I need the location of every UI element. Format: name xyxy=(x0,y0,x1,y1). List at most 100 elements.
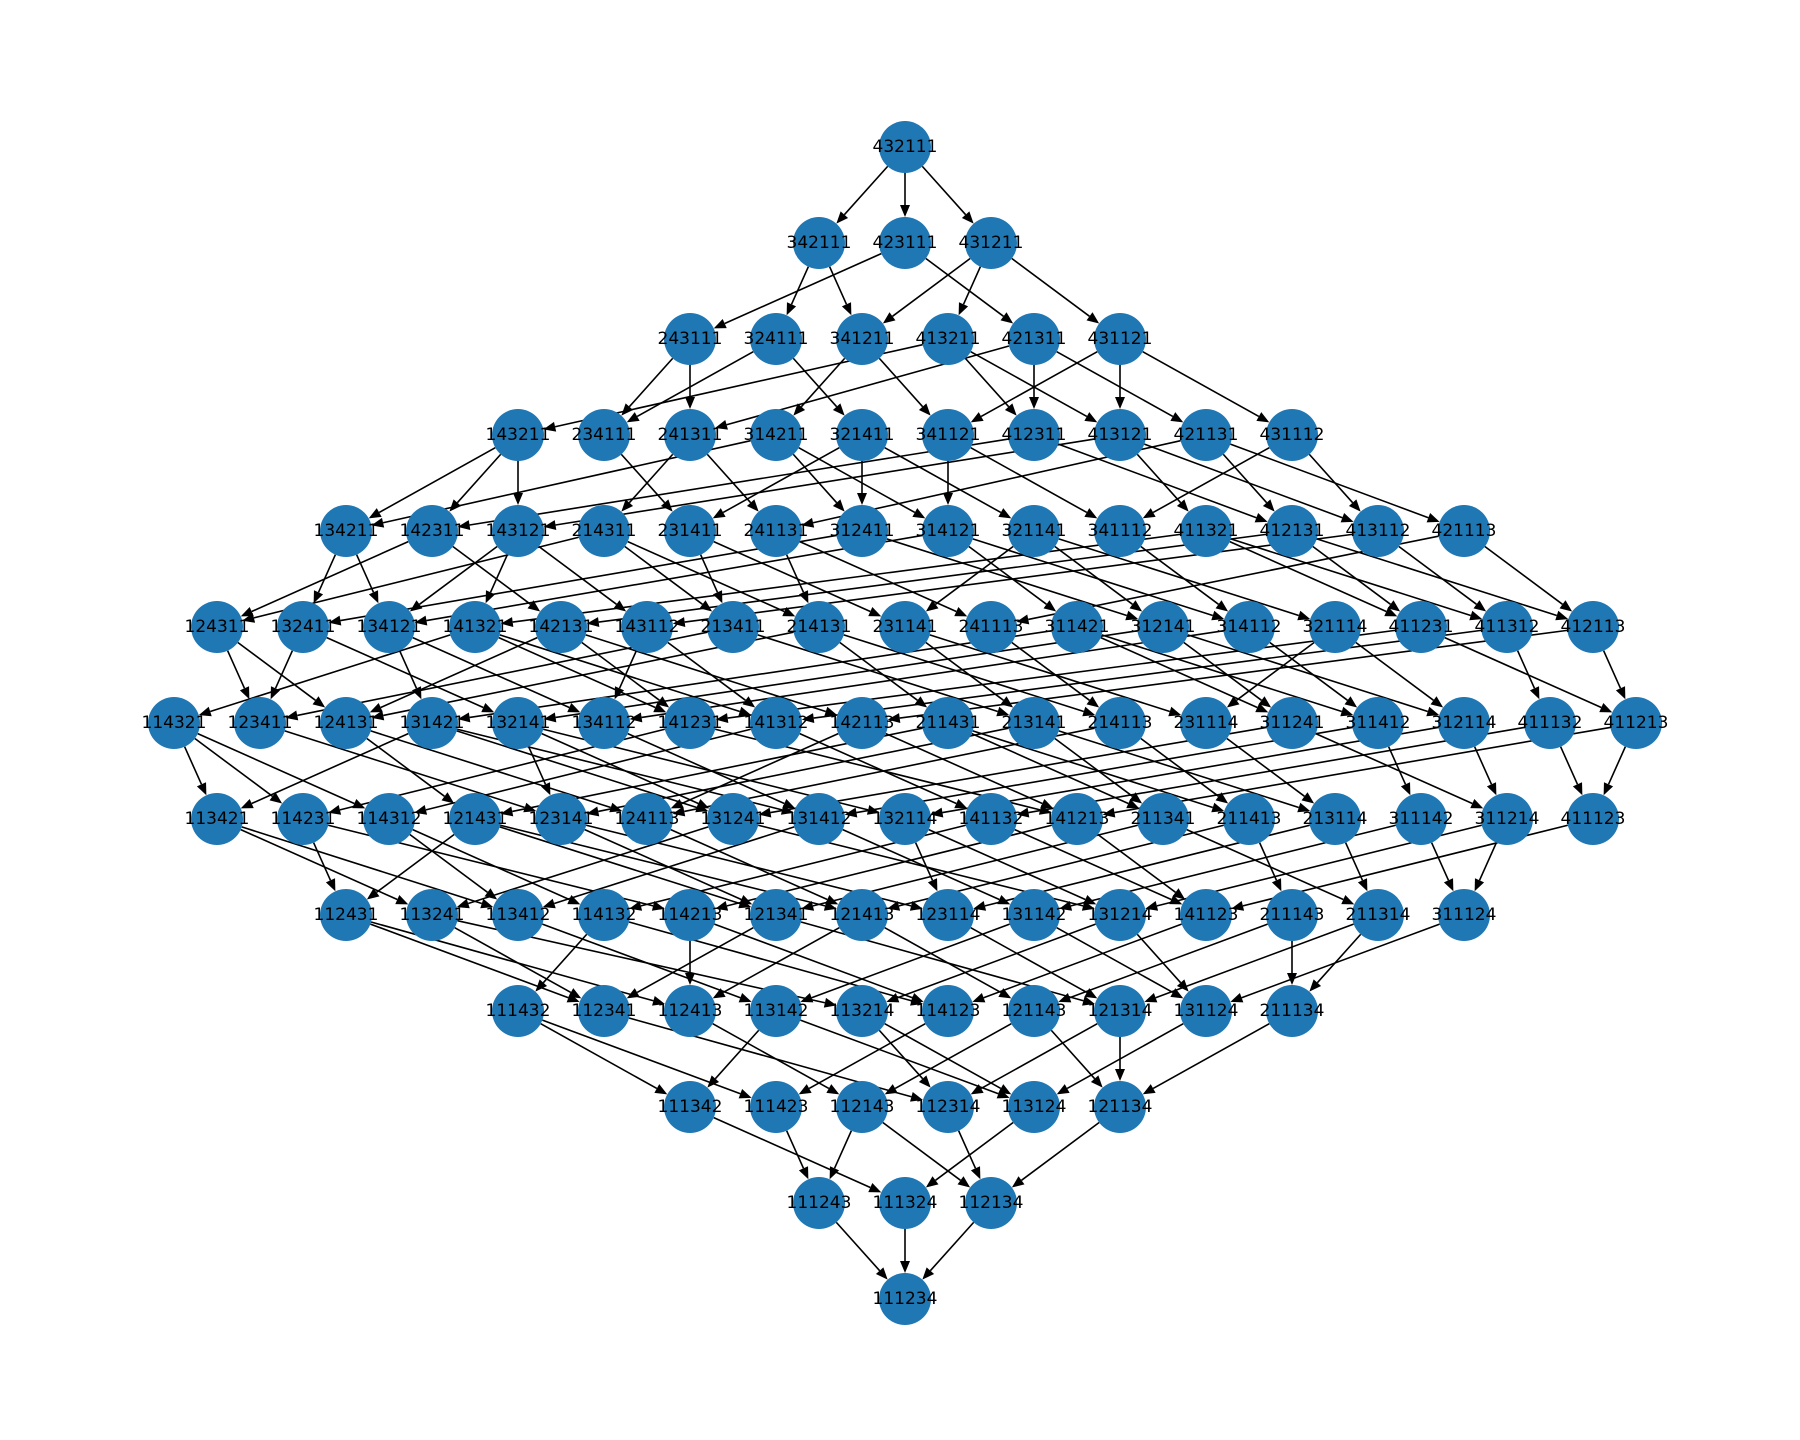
edge-412131-411231 xyxy=(1312,545,1401,612)
arrowhead-icon xyxy=(1297,610,1311,621)
arrowhead-icon xyxy=(1340,706,1354,717)
node-label-111342: 111342 xyxy=(658,1097,723,1117)
edge-line xyxy=(1315,732,1473,805)
node-label-431112: 431112 xyxy=(1260,425,1325,445)
arrowhead-icon xyxy=(1176,979,1189,992)
node-label-121431: 121431 xyxy=(443,809,508,829)
arrowhead-icon xyxy=(836,211,849,224)
node-label-341121: 341121 xyxy=(916,425,981,445)
arrowhead-icon xyxy=(1029,397,1039,409)
node-111243 xyxy=(793,1177,845,1229)
arrowhead-icon xyxy=(586,617,600,628)
edge-line xyxy=(713,540,871,613)
edge-line xyxy=(1142,350,1260,418)
arrowhead-icon xyxy=(629,712,643,723)
arrowhead-icon xyxy=(1430,696,1444,708)
node-314121 xyxy=(922,505,974,557)
arrowhead-icon xyxy=(242,612,256,623)
edge-142311-124311 xyxy=(240,540,409,617)
arrowhead-icon xyxy=(1340,513,1354,523)
edge-line xyxy=(971,732,1129,805)
edge-line xyxy=(1230,443,1429,519)
arrowhead-icon xyxy=(654,1084,668,1095)
arrowhead-icon xyxy=(652,995,665,1006)
arrowhead-icon xyxy=(672,617,686,628)
node-114213 xyxy=(664,889,716,941)
edge-431211-413211 xyxy=(958,266,982,316)
edge-line xyxy=(722,446,840,514)
node-111234 xyxy=(879,1273,931,1325)
node-314211 xyxy=(750,409,802,461)
arrowhead-icon xyxy=(712,508,726,519)
edge-341211-314211 xyxy=(793,357,846,416)
arrowhead-icon xyxy=(513,493,523,505)
arrowhead-icon xyxy=(800,993,814,1003)
edge-341121-314121 xyxy=(943,461,953,505)
edge-213141-211341 xyxy=(1054,737,1143,804)
node-label-421113: 421113 xyxy=(1432,521,1497,541)
edge-line xyxy=(1258,842,1278,881)
node-label-411123: 411123 xyxy=(1561,809,1626,829)
arrowhead-icon xyxy=(371,517,385,528)
node-121431 xyxy=(449,793,501,845)
node-141123 xyxy=(1180,889,1232,941)
arrowhead-icon xyxy=(414,804,428,815)
arrowhead-icon xyxy=(1172,888,1186,900)
edge-line xyxy=(957,1130,977,1169)
edge-line xyxy=(798,446,916,514)
edge-line xyxy=(641,630,1224,719)
arrowhead-icon xyxy=(621,403,634,416)
arrowhead-icon xyxy=(613,600,627,612)
arrowhead-icon xyxy=(1384,606,1398,617)
edge-412113-411213 xyxy=(1602,650,1626,700)
edge-line xyxy=(983,923,1182,999)
edge-321411-312411 xyxy=(857,461,867,505)
node-label-143112: 143112 xyxy=(615,617,680,637)
node-label-211413: 211413 xyxy=(1217,809,1282,829)
edge-132114-123114 xyxy=(914,842,938,892)
edge-311421-311412 xyxy=(1101,634,1354,717)
edge-line xyxy=(553,826,795,905)
edge-line xyxy=(512,533,1181,623)
arrowhead-icon xyxy=(325,878,336,892)
arrowhead-icon xyxy=(414,615,428,626)
node-321141 xyxy=(1008,505,1060,557)
arrowhead-icon xyxy=(535,979,548,992)
arrowhead-icon xyxy=(285,710,299,721)
edge-line xyxy=(714,923,913,999)
node-213141 xyxy=(1008,697,1060,749)
arrowhead-icon xyxy=(1255,702,1269,713)
arrowhead-icon xyxy=(909,900,923,911)
edge-line xyxy=(1312,545,1391,605)
edge-413112-411312 xyxy=(1398,545,1487,612)
edge-line xyxy=(340,534,837,622)
edge-line xyxy=(839,641,918,701)
edge-132411-132141 xyxy=(326,636,495,713)
edge-line xyxy=(412,828,570,901)
edge-143211-142311 xyxy=(449,453,502,512)
edge-141123-114123 xyxy=(972,923,1182,1003)
edge-231141-231114 xyxy=(929,634,1182,717)
arrowhead-icon xyxy=(449,499,462,512)
arrowhead-icon xyxy=(954,606,968,617)
arrowhead-icon xyxy=(998,1084,1012,1095)
node-211431 xyxy=(922,697,974,749)
node-label-131421: 131421 xyxy=(400,713,465,733)
node-411213 xyxy=(1610,697,1662,749)
edge-line xyxy=(538,545,617,605)
node-label-114213: 114213 xyxy=(658,905,723,925)
arrowhead-icon xyxy=(699,600,713,612)
arrowhead-icon xyxy=(586,806,600,817)
edge-423111-421311 xyxy=(925,257,1014,324)
node-label-241131: 241131 xyxy=(744,521,809,541)
edge-312114-311214 xyxy=(1473,746,1497,796)
node-411312 xyxy=(1481,601,1533,653)
arrowhead-icon xyxy=(1344,696,1358,708)
edge-line xyxy=(398,650,418,689)
node-label-114231: 114231 xyxy=(271,809,336,829)
edge-411321-141321 xyxy=(500,533,1181,628)
edge-line xyxy=(929,634,1171,713)
node-label-123114: 123114 xyxy=(916,905,981,925)
edge-312411-132411 xyxy=(328,534,837,626)
